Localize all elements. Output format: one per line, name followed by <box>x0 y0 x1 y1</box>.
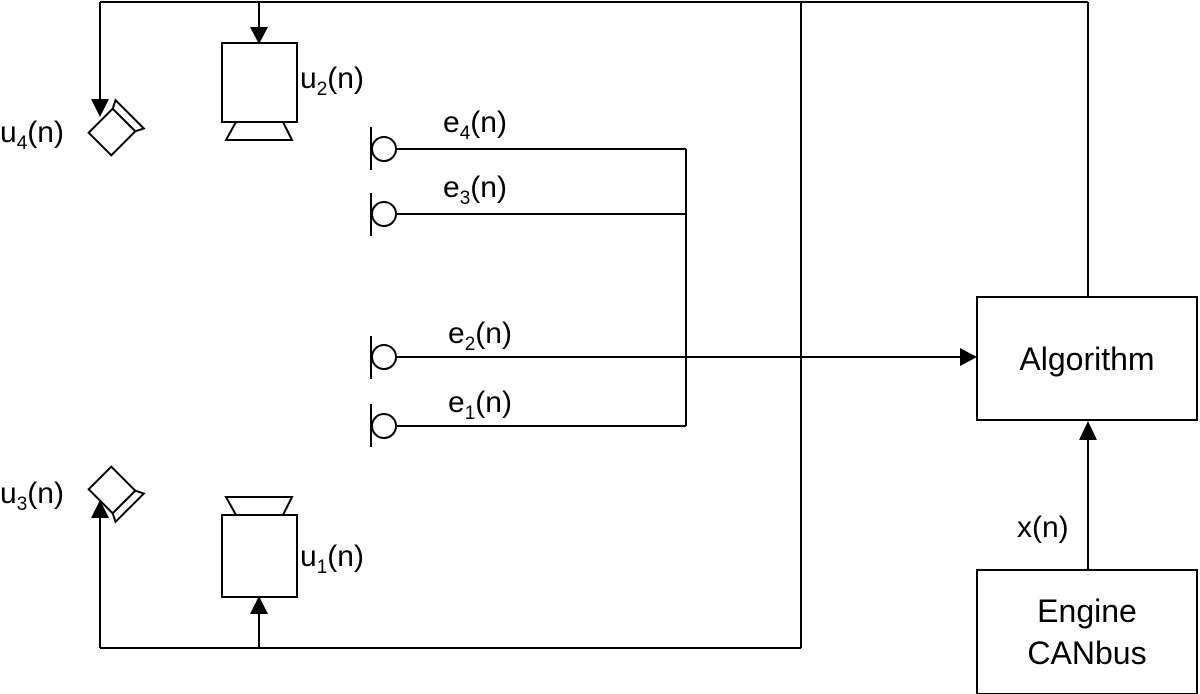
u1-arrowhead-icon <box>250 596 268 614</box>
u1-label: u1(n) <box>300 540 364 578</box>
e4-label: e4(n) <box>443 106 507 144</box>
algorithm-block: Algorithm <box>976 296 1198 421</box>
canbus-label: CANbus <box>1027 635 1146 671</box>
e3-label: e3(n) <box>443 171 507 209</box>
arrowheads <box>91 27 1097 614</box>
mic-e3-icon <box>370 193 397 236</box>
speaker-u2-icon <box>221 42 298 141</box>
e1-label: e1(n) <box>448 386 512 424</box>
engine-label: Engine <box>1037 593 1137 629</box>
speaker-u4-icon <box>87 98 146 157</box>
algorithm-label: Algorithm <box>1019 341 1154 377</box>
algorithm-input-arrowhead-icon <box>960 348 977 366</box>
engine-canbus-block: Engine CANbus <box>976 569 1198 694</box>
u2-arrowhead-icon <box>250 27 268 44</box>
reference-label: x(n) <box>1017 511 1069 544</box>
u4-label: u4(n) <box>0 116 64 154</box>
reference-arrowhead-icon <box>1079 421 1097 440</box>
mic-e4-icon <box>370 127 397 170</box>
u4-arrowhead-icon <box>91 99 109 117</box>
e2-label: e2(n) <box>448 317 512 355</box>
speaker-u3-icon <box>87 465 146 524</box>
mic-e1-icon <box>370 404 397 447</box>
mic-e2-icon <box>370 336 397 379</box>
wires <box>99 1 1089 649</box>
u3-arrowhead-icon <box>91 500 109 518</box>
u3-label: u3(n) <box>0 477 64 515</box>
u2-label: u2(n) <box>300 62 364 100</box>
speaker-u1-icon <box>221 496 298 598</box>
